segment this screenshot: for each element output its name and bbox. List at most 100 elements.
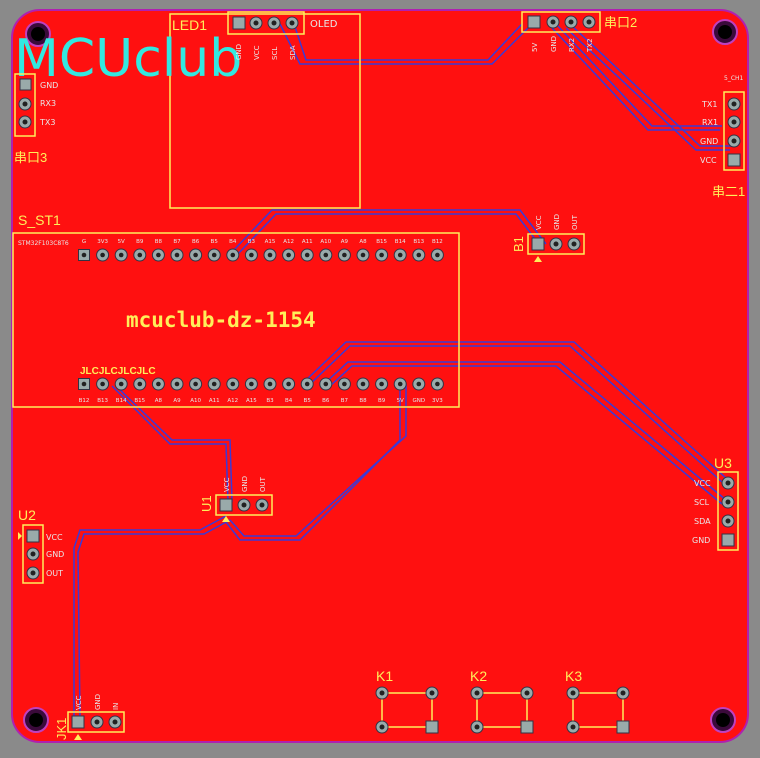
mounting-hole-tr bbox=[712, 19, 738, 45]
sst1-bottom-pin-label: B14 bbox=[116, 398, 127, 404]
u3-pin-sda: SDA bbox=[694, 517, 711, 526]
jk1-header bbox=[67, 711, 125, 740]
sst1-bottom-pin-label: 5V bbox=[397, 398, 404, 404]
sst1-top-hole bbox=[211, 252, 217, 258]
sst1-top-pin-label: G bbox=[82, 239, 86, 245]
sst1-bottom-hole bbox=[435, 381, 440, 387]
b1-pin-label: GND bbox=[553, 214, 561, 230]
sst1-top-hole bbox=[379, 252, 384, 258]
sst1-top-pin-label: B8 bbox=[155, 239, 163, 245]
u3-header bbox=[717, 471, 739, 551]
sst1-bottom-pin-label: A9 bbox=[173, 398, 181, 404]
sst1-top-pin-label: B12 bbox=[432, 239, 443, 245]
sst1-bottom-pin-label: A15 bbox=[246, 398, 257, 404]
u1-header bbox=[215, 494, 273, 522]
k3-ref: K3 bbox=[565, 668, 582, 684]
sst1-top-pin-label: B6 bbox=[192, 239, 200, 245]
jk1-pin-label: IN bbox=[112, 703, 120, 710]
jk1-pin-label: GND bbox=[94, 694, 102, 710]
sst1-top-pin-label: A9 bbox=[341, 239, 349, 245]
jk1-ref: JK1 bbox=[54, 718, 69, 740]
sst1-bottom-hole bbox=[304, 381, 310, 387]
b1-pin-label: OUT bbox=[571, 214, 579, 230]
uart2-ref: 串口2 bbox=[604, 15, 637, 30]
sst1-top-hole bbox=[137, 252, 143, 258]
sst1-top-hole bbox=[416, 252, 422, 258]
uart2-pin-label: RX2 bbox=[568, 38, 576, 52]
sst1-silk-top: STM32F103C8T6 bbox=[18, 240, 69, 247]
uart1-pin-rx1: RX1 bbox=[702, 118, 718, 127]
sst1-bottom-hole bbox=[323, 381, 329, 387]
sst1-bottom-hole bbox=[342, 381, 347, 387]
sst1-bottom-hole bbox=[230, 381, 236, 387]
sst1-top-hole bbox=[249, 252, 254, 258]
k1-button bbox=[375, 686, 439, 734]
sst1-top-pin-label: B7 bbox=[173, 239, 181, 245]
uart3-pin-gnd: GND bbox=[40, 81, 58, 90]
sst1-top-pin-label: B3 bbox=[248, 239, 256, 245]
sst1-bottom-pin-label: B4 bbox=[285, 398, 293, 404]
led1-pin-label: VCC bbox=[253, 45, 261, 60]
u1-pin-label: VCC bbox=[223, 477, 231, 492]
sst1-bottom-hole bbox=[397, 381, 403, 387]
sst1-bottom-hole bbox=[267, 381, 273, 387]
sst1-top-hole bbox=[360, 252, 366, 258]
sst1-bottom-pin-label: B12 bbox=[79, 398, 90, 404]
u1-pin-label: GND bbox=[241, 476, 249, 492]
sst1-bottom-pin-label: 3V3 bbox=[432, 398, 443, 404]
sst1-top-hole bbox=[118, 252, 124, 258]
sst1-top-hole bbox=[397, 252, 403, 258]
uart1-pin-vcc: VCC bbox=[700, 156, 717, 165]
sst1-top-pin-label: B9 bbox=[136, 239, 144, 245]
sst1-bottom-pin-label: B7 bbox=[341, 398, 349, 404]
sst1-bottom-pin-label: B6 bbox=[322, 398, 330, 404]
sst1-top-pin-label: B5 bbox=[211, 239, 219, 245]
sst1-top-hole bbox=[286, 252, 291, 258]
sst1-bottom-hole bbox=[100, 381, 105, 387]
uart1-pin-tx1: TX1 bbox=[701, 100, 717, 109]
sst1-top-pin-label: 5V bbox=[118, 239, 125, 245]
sst1-bottom-pin-label: B13 bbox=[97, 398, 108, 404]
sst1-top-hole bbox=[304, 252, 310, 258]
uart1-pin-gnd: GND bbox=[700, 137, 718, 146]
k2-ref: K2 bbox=[470, 668, 487, 684]
led1-name: OLED bbox=[310, 19, 338, 30]
sst1-top-hole bbox=[174, 252, 180, 258]
sst1-bottom-pin-label: B3 bbox=[266, 398, 274, 404]
led1-module bbox=[169, 11, 361, 209]
sst1-bottom-pin-label: B5 bbox=[304, 398, 312, 404]
sst1-bottom-pin-label: B9 bbox=[378, 398, 386, 404]
pcb-board bbox=[11, 9, 749, 743]
sst1-bottom-pin-label: A11 bbox=[209, 398, 220, 404]
sst1-top-pin-label: B13 bbox=[413, 239, 424, 245]
k3-button bbox=[566, 686, 630, 734]
k2-button bbox=[470, 686, 534, 734]
uart3-ref: 串口3 bbox=[14, 150, 47, 165]
uart1-header bbox=[723, 91, 745, 171]
k1-ref: K1 bbox=[376, 668, 393, 684]
mounting-hole-br bbox=[710, 707, 736, 733]
sst1-bottom-hole bbox=[81, 381, 87, 387]
sst1-bottom-hole bbox=[249, 381, 254, 387]
sst1-bottom-pin-label: A10 bbox=[190, 398, 201, 404]
sst1-top-pin-label: 3V3 bbox=[97, 239, 108, 245]
sst1-top-hole bbox=[342, 252, 347, 258]
b1-pin-label: VCC bbox=[535, 215, 543, 230]
led1-pin-label: SCL bbox=[271, 47, 279, 60]
sst1-bottom-pin-label: A12 bbox=[227, 398, 238, 404]
sst1-main-label: mcuclub-dz-1154 bbox=[126, 308, 316, 332]
sst1-top-hole bbox=[100, 252, 105, 258]
mounting-hole-tl bbox=[25, 21, 51, 47]
sst1-bottom-hole bbox=[174, 381, 180, 387]
b1-header bbox=[527, 233, 585, 262]
mcuclub-logo: MCUclub bbox=[14, 29, 242, 89]
sst1-top-pin-label: B15 bbox=[376, 239, 387, 245]
sst1-bottom-hole bbox=[379, 381, 384, 387]
b1-ref: B1 bbox=[511, 236, 526, 252]
sst1-bottom-hole bbox=[193, 381, 198, 387]
uart3-pin-tx3: TX3 bbox=[39, 118, 55, 127]
sst1-top-pin-label: A10 bbox=[320, 239, 331, 245]
